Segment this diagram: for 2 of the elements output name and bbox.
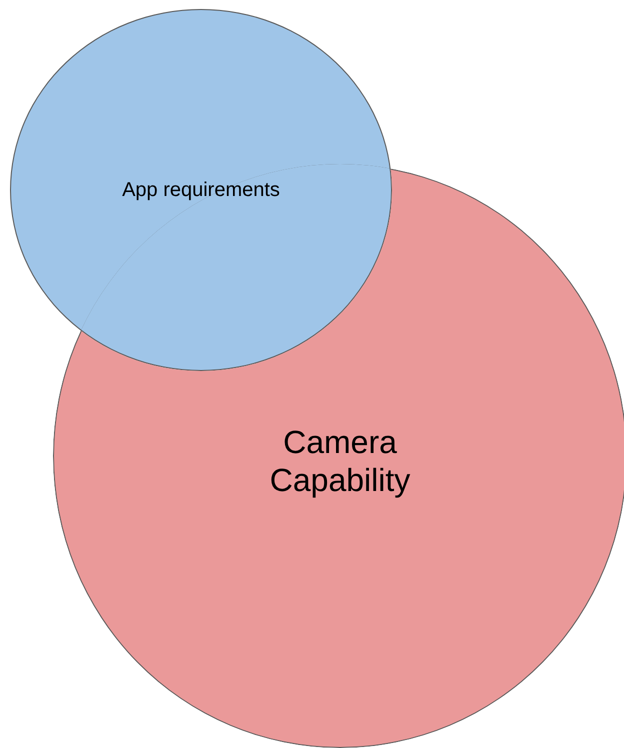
circle-label: App requirements: [122, 178, 280, 202]
circle-label: Camera Capability: [268, 422, 412, 500]
